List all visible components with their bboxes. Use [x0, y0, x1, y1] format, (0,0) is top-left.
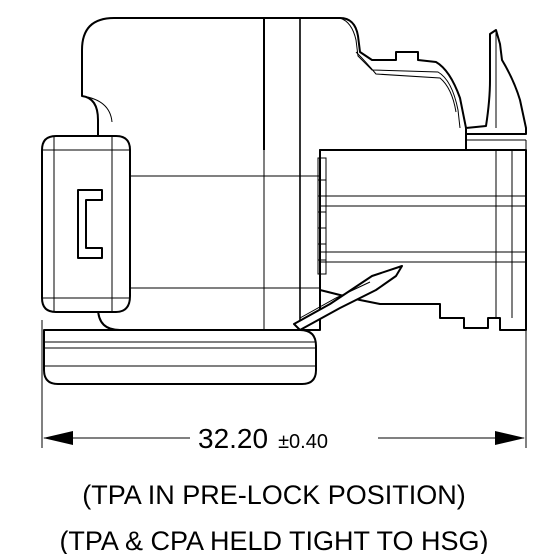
- tpa-wedge: [293, 265, 403, 331]
- note-tpa-position: (TPA IN PRE-LOCK POSITION): [82, 480, 466, 510]
- cpa-latch: [465, 29, 527, 141]
- arrowhead-right: [495, 431, 525, 445]
- notes: (TPA IN PRE-LOCK POSITION) (TPA & CPA HE…: [59, 480, 488, 554]
- arrowhead-left: [43, 431, 73, 445]
- dimension-length: 32.20±0.40: [41, 140, 527, 454]
- dimension-tolerance: ±0.40: [278, 431, 328, 453]
- dimension-value: 32.20±0.40: [198, 423, 328, 454]
- connector-housing: [43, 17, 467, 385]
- note-tpa-cpa-held: (TPA & CPA HELD TIGHT TO HSG): [59, 526, 488, 554]
- rear-cap: [41, 135, 131, 313]
